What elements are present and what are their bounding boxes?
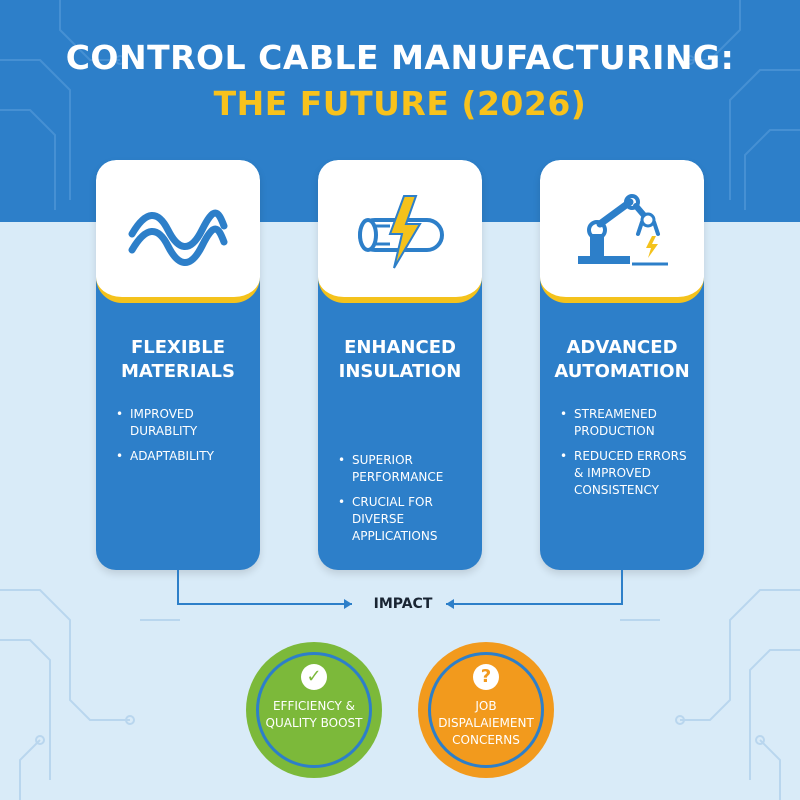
card-bullet-list: IMPROVED DURABLITY ADAPTABILITY: [116, 406, 250, 473]
card-icon-panel: [540, 160, 704, 303]
card-icon-panel: [318, 160, 482, 303]
page-subtitle: THE FUTURE (2026): [213, 84, 587, 123]
list-item: REDUCED ERRORS & IMPROVED CONSISTENCY: [560, 448, 694, 499]
outcome-text: EFFICIENCY & QUALITY BOOST: [265, 699, 363, 730]
list-item: SUPERIOR PERFORMANCE: [338, 452, 472, 486]
outcome-efficiency: ✓ EFFICIENCY & QUALITY BOOST: [246, 642, 382, 778]
wave-cable-icon: [128, 209, 228, 266]
list-item: ADAPTABILITY: [116, 448, 250, 465]
impact-label: IMPACT: [373, 596, 433, 612]
list-item: CRUCIAL FOR DIVERSE APPLICATIONS: [338, 494, 472, 545]
card-title: ADVANCED AUTOMATION: [554, 337, 690, 382]
insulated-cable-lightning-icon: [358, 195, 444, 269]
card-title: FLEXIBLE MATERIALS: [121, 337, 235, 382]
card-bullet-list: SUPERIOR PERFORMANCE CRUCIAL FOR DIVERSE…: [338, 452, 472, 553]
robotic-arm-icon: [578, 194, 668, 266]
card-icon-panel: [96, 160, 260, 303]
circle-ring: [256, 652, 372, 768]
page-title: CONTROL CABLE MANUFACTURING:: [65, 38, 735, 77]
card-advanced-automation: ADVANCED AUTOMATION STREAMENED PRODUCTIO…: [540, 160, 704, 570]
list-item: STREAMENED PRODUCTION: [560, 406, 694, 440]
checkmark-icon: ✓: [301, 664, 327, 690]
card-flexible-materials: FLEXIBLE MATERIALS IMPROVED DURABLITY AD…: [96, 160, 260, 570]
outcome-text: JOB DISPALAIEMENT CONCERNS: [438, 699, 534, 747]
circle-ring: [428, 652, 544, 768]
card-bullet-list: STREAMENED PRODUCTION REDUCED ERRORS & I…: [560, 406, 694, 507]
question-icon: ?: [473, 664, 499, 690]
card-enhanced-insulation: ENHANCED INSULATION SUPERIOR PERFORMANCE…: [318, 160, 482, 570]
card-title: ENHANCED INSULATION: [338, 337, 462, 382]
outcome-job-concerns: ? JOB DISPALAIEMENT CONCERNS: [418, 642, 554, 778]
list-item: IMPROVED DURABLITY: [116, 406, 250, 440]
